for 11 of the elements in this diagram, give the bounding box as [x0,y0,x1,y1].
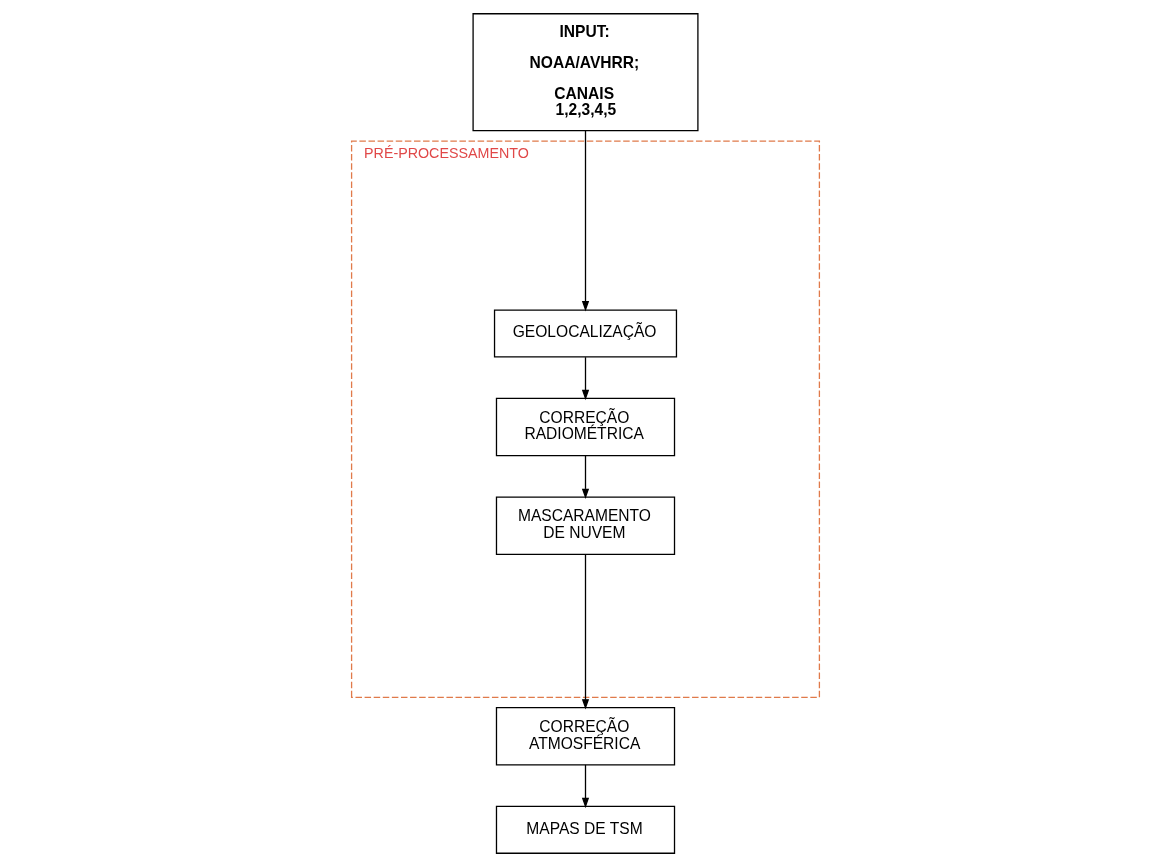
arrow [581,356,590,401]
arrow [581,130,590,312]
arrow [581,764,590,809]
node-box: MAPAS DE TSM [495,805,676,854]
arrow [581,454,590,500]
node-box: INPUT: NOAA/AVHRR; CANAIS 1,2,3,4,5 [472,13,699,132]
node-box: MASCARAMENTO DE NUVEM [495,496,676,555]
arrow [581,554,590,710]
node-box: CORREÇÃO ATMOSFÉRICA [495,707,676,766]
node-box: GEOLOCALIZAÇÃO [493,309,678,358]
node-box: CORREÇÃO RADIOMÉTRICA [495,397,676,457]
